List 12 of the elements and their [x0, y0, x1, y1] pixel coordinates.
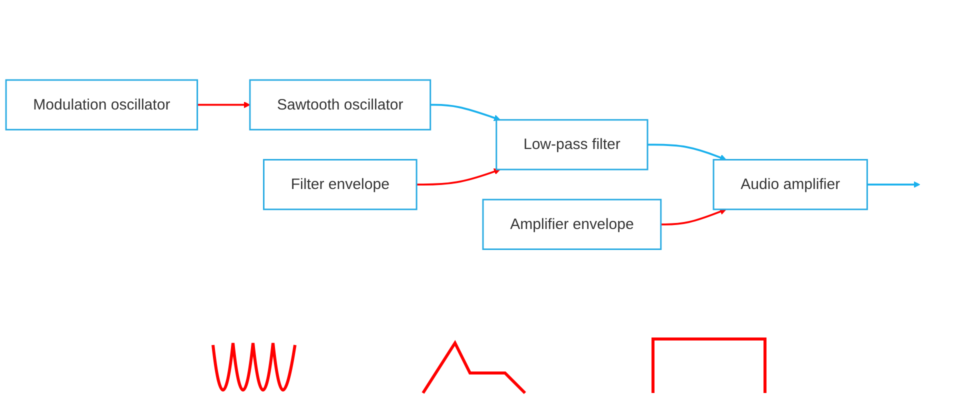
arrow [660, 208, 726, 226]
arrow [416, 168, 500, 186]
node-box: Low-pass filter [496, 120, 648, 171]
arrow [648, 144, 726, 162]
arrow [430, 104, 500, 122]
node-box: Sawtooth oscillator [249, 80, 432, 131]
node-box: Audio amplifier [712, 159, 868, 210]
node-box: Modulation oscillator [5, 80, 198, 131]
arrow [867, 182, 920, 188]
arrow [197, 102, 250, 109]
node-box: Amplifier envelope [482, 199, 662, 250]
node-box: Filter envelope [263, 159, 418, 210]
